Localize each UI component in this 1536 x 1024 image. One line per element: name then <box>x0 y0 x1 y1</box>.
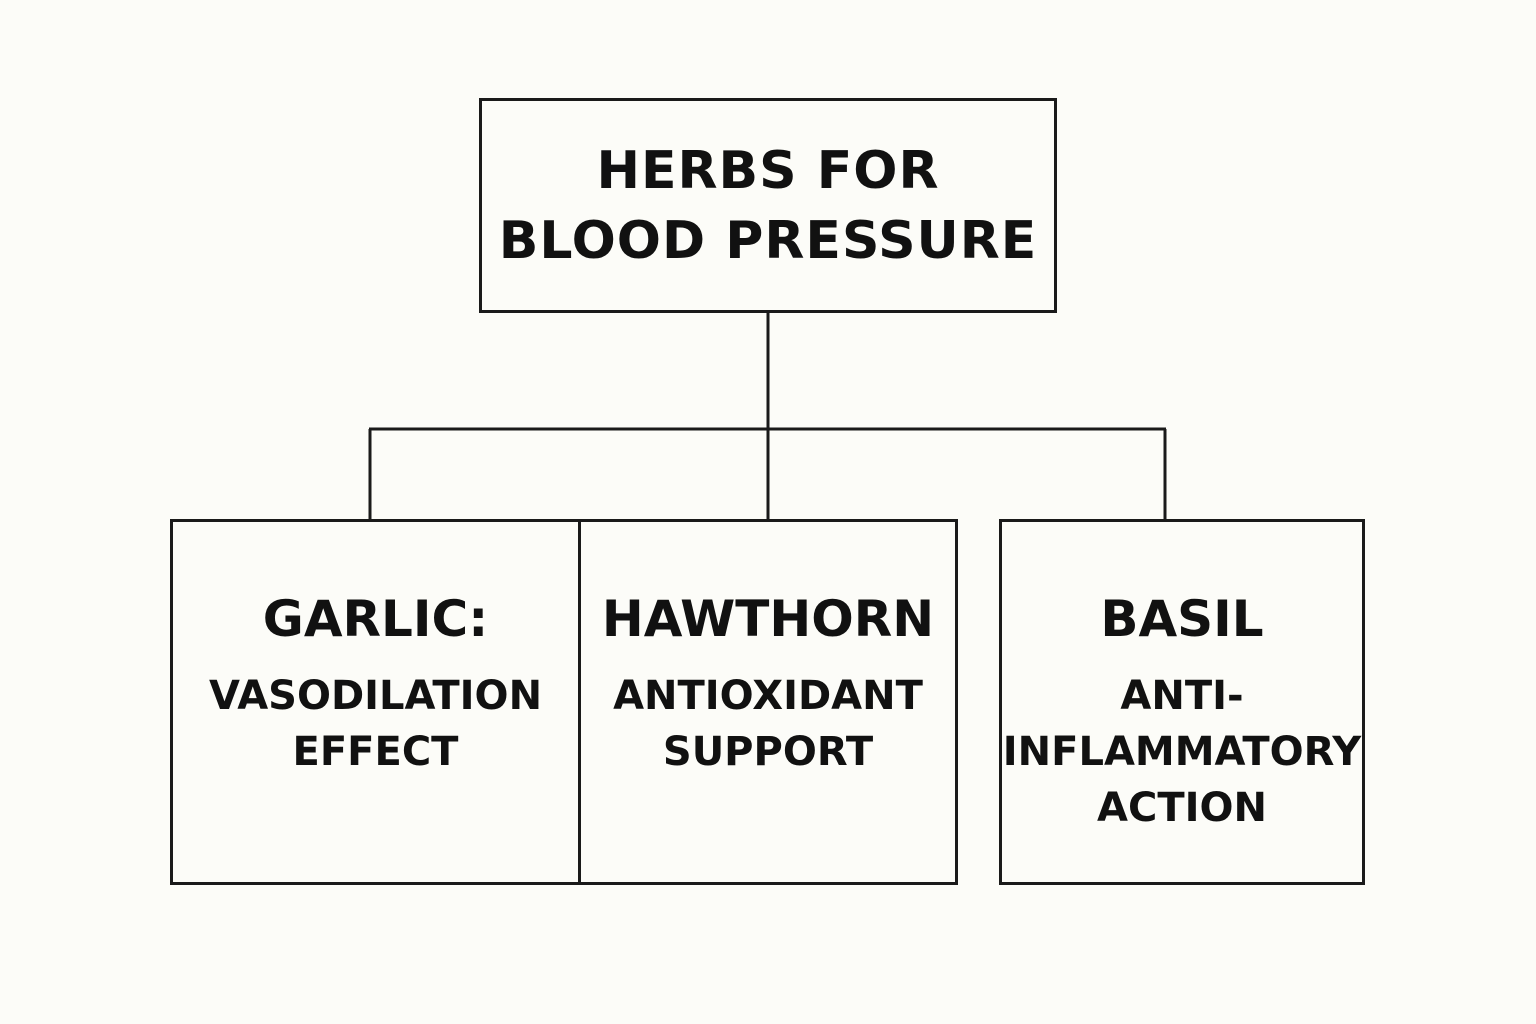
node-basil: BASIL ANTI- INFLAMMATORY ACTION <box>999 519 1365 885</box>
node-garlic-desc-line-2: EFFECT <box>292 729 459 775</box>
node-basil-desc-line-1: ANTI- <box>1120 673 1244 719</box>
node-basil-desc-line-2: INFLAMMATORY <box>1002 729 1362 775</box>
node-garlic-desc-line-1: VASODILATION <box>208 673 543 719</box>
root-node: HERBS FOR BLOOD PRESSURE <box>479 98 1057 313</box>
node-basil-title: BASIL <box>1100 590 1264 648</box>
node-hawthorn-description: ANTIOXIDANT SUPPORT <box>581 668 955 780</box>
node-hawthorn-desc-line-2: SUPPORT <box>662 729 874 775</box>
node-basil-description: ANTI- INFLAMMATORY ACTION <box>1002 668 1362 836</box>
node-hawthorn-desc-line-1: ANTIOXIDANT <box>613 673 923 719</box>
node-basil-desc-line-3: ACTION <box>1097 785 1267 831</box>
node-hawthorn: HAWTHORN ANTIOXIDANT SUPPORT <box>578 519 958 885</box>
node-garlic: GARLIC: VASODILATION EFFECT <box>170 519 581 885</box>
node-garlic-description: VASODILATION EFFECT <box>173 668 578 780</box>
root-title-line-1: HERBS FOR <box>596 140 940 201</box>
node-garlic-title: GARLIC: <box>262 590 489 648</box>
root-title-line-2: BLOOD PRESSURE <box>498 210 1038 271</box>
node-hawthorn-title: HAWTHORN <box>601 590 935 648</box>
